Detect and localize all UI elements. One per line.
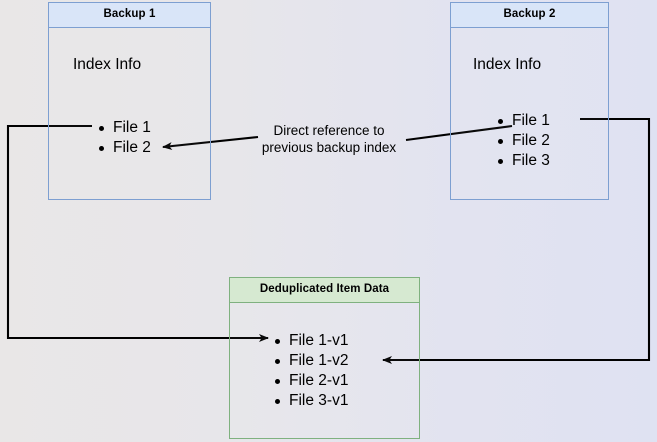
- list-item: File 3: [495, 151, 550, 171]
- list-item: File 2: [495, 131, 550, 151]
- list-item: File 1-v1: [272, 331, 348, 351]
- list-item: File 1-v2: [272, 351, 348, 371]
- backup-2-index-info-label: Index Info: [473, 55, 542, 73]
- node-backup-2[interactable]: Backup 2 Index Info File 1 File 2 File 3: [450, 2, 609, 200]
- node-backup-2-body: Index Info File 1 File 2 File 3: [451, 28, 608, 201]
- node-backup-1-body: Index Info File 1 File 2: [49, 28, 210, 201]
- list-item: File 3-v1: [272, 391, 348, 411]
- node-backup-1[interactable]: Backup 1 Index Info File 1 File 2: [48, 2, 211, 200]
- list-item: File 2-v1: [272, 371, 348, 391]
- node-dedup-body: File 1-v1 File 1-v2 File 2-v1 File 3-v1: [230, 303, 419, 439]
- list-item: File 1: [96, 118, 151, 138]
- list-item: File 1: [495, 111, 550, 131]
- dedup-file-list: File 1-v1 File 1-v2 File 2-v1 File 3-v1: [272, 331, 348, 411]
- edge-label-direct-reference: Direct reference to previous backup inde…: [261, 123, 397, 155]
- backup-1-file-list: File 1 File 2: [96, 118, 151, 158]
- node-dedup-header: Deduplicated Item Data: [230, 278, 419, 303]
- node-deduplicated-item-data[interactable]: Deduplicated Item Data File 1-v1 File 1-…: [229, 277, 420, 439]
- backup-2-file-list: File 1 File 2 File 3: [495, 111, 550, 171]
- list-item: File 2: [96, 138, 151, 158]
- node-backup-2-header: Backup 2: [451, 3, 608, 28]
- node-backup-1-header: Backup 1: [49, 3, 210, 28]
- backup-1-index-info-label: Index Info: [73, 55, 142, 73]
